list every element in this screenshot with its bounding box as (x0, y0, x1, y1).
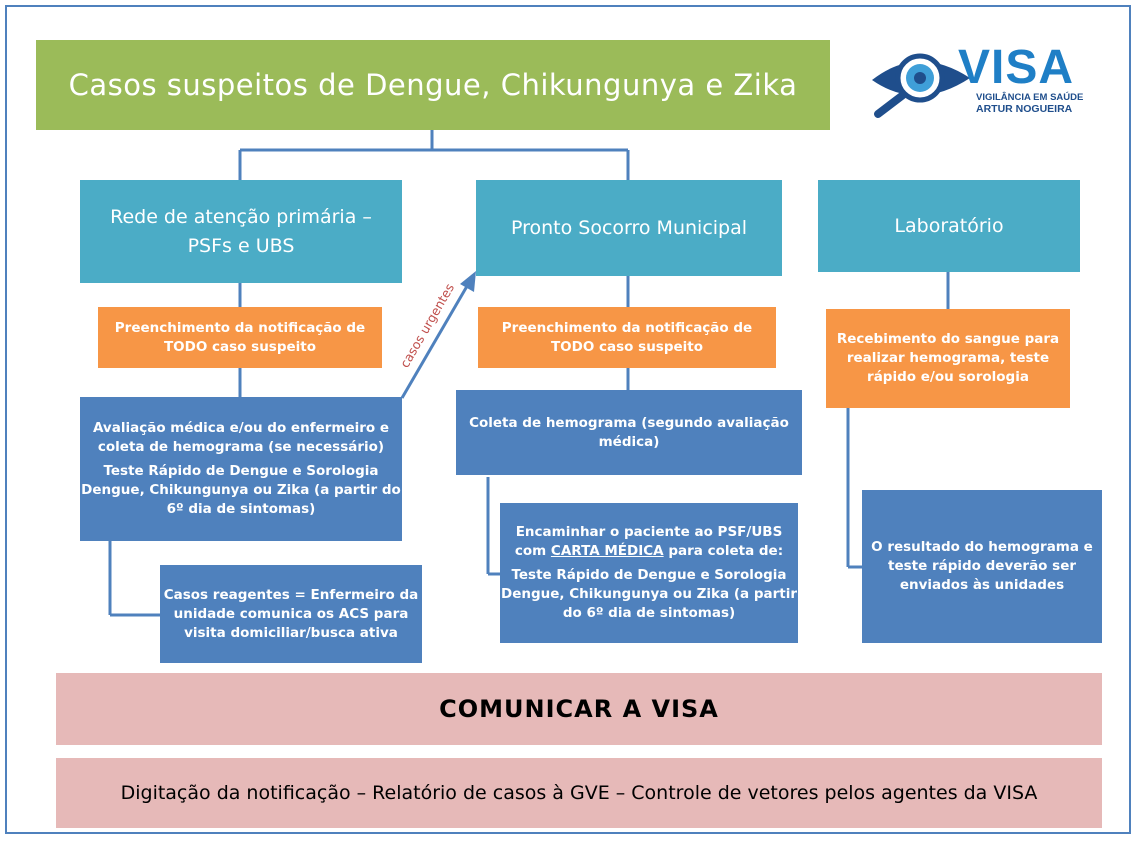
primary-evaluation-box: Avaliação médica e/ou do enfermeiro e co… (80, 397, 402, 541)
refer-line3: Teste Rápido de Dengue e Sorologia (511, 567, 787, 583)
blood-receipt-box: Recebimento do sangue para realizar hemo… (826, 309, 1070, 408)
result-line3: enviados às unidades (899, 577, 1065, 593)
logo-line1: VIGILÂNCIA EM SAÚDE (976, 92, 1084, 103)
referral-box: Encaminhar o paciente ao PSF/UBS com CAR… (500, 503, 798, 643)
communicate-visa-text: COMUNICAR A VISA (439, 695, 719, 723)
refer-line2: com CARTA MÉDICA para coleta de: (515, 542, 783, 561)
footer-text: Digitação da notificação – Relatório de … (120, 782, 1038, 804)
reagent-cases-box: Casos reagentes = Enfermeiro da unidade … (160, 565, 422, 663)
result-line2: teste rápido deverão ser (887, 558, 1077, 574)
eye-magnifier-icon (872, 53, 970, 118)
emergency-notify-line2: TODO caso suspeito (550, 338, 704, 355)
emergency-notification-box: Preenchimento da notificação de TODO cas… (478, 307, 776, 368)
result-line1: O resultado do hemograma e (871, 539, 1093, 555)
logo-main-text: VISA (958, 41, 1075, 94)
eval-line5: 6º dia de sintomas) (166, 501, 316, 517)
refer-line2-pre: com (514, 543, 551, 559)
page-title: Casos suspeitos de Dengue, Chikungunya e… (68, 68, 798, 102)
eval-line2: coleta de hemograma (se necessário) (97, 439, 385, 455)
title-bar: Casos suspeitos de Dengue, Chikungunya e… (36, 40, 830, 130)
react-line1: Casos reagentes = Enfermeiro da (163, 586, 419, 603)
react-line2: unidade comunica os ACS para (173, 605, 409, 622)
lab-header-text: Laboratório (894, 214, 1004, 237)
receive-line1: Recebimento do sangue para (836, 331, 1060, 347)
collect-line1: Coleta de hemograma (segundo avaliação (469, 414, 789, 431)
eval-line4: Dengue, Chikungunya ou Zika (a partir do (81, 482, 401, 498)
refer-line1: Encaminhar o paciente ao PSF/UBS (515, 524, 783, 540)
react-line3: visita domiciliar/busca ativa (184, 624, 398, 641)
medical-letter-text: CARTA MÉDICA (550, 543, 664, 559)
primary-care-header-line2: PSFs e UBS (187, 234, 295, 257)
emergency-notify-line1: Preenchimento da notificação de (501, 319, 753, 336)
page-frame (5, 5, 1131, 834)
lab-header: Laboratório (818, 180, 1080, 272)
refer-line5: do 6º dia de sintomas) (562, 605, 736, 621)
primary-care-header: Rede de atenção primária – PSFs e UBS (80, 180, 402, 283)
primary-notify-line1: Preenchimento da notificação de (114, 319, 366, 336)
urgent-arrow (400, 280, 472, 399)
refer-line4: Dengue, Chikungunya ou Zika (a partir (500, 586, 797, 602)
receive-line2: realizar hemograma, teste (846, 350, 1050, 366)
refer-line2-post: para coleta de: (663, 543, 784, 559)
primary-care-header-line1: Rede de atenção primária – (110, 205, 372, 228)
communicate-visa-bar: COMUNICAR A VISA (56, 673, 1102, 745)
eval-line1: Avaliação médica e/ou do enfermeiro e (92, 420, 390, 436)
urgent-arrowhead (460, 271, 476, 292)
lab-result-box: O resultado do hemograma e teste rápido … (862, 490, 1102, 643)
emergency-header: Pronto Socorro Municipal (476, 180, 782, 276)
collect-line2: médica) (598, 433, 660, 450)
primary-notification-box: Preenchimento da notificação de TODO cas… (98, 307, 382, 368)
primary-notify-line2: TODO caso suspeito (163, 338, 317, 355)
receive-line3: rápido e/ou sorologia (867, 369, 1029, 385)
footer-bar: Digitação da notificação – Relatório de … (56, 758, 1102, 828)
logo-line2: ARTUR NOGUEIRA (976, 103, 1073, 115)
eval-line3: Teste Rápido de Dengue e Sorologia (103, 463, 379, 479)
visa-logo: VISA VIGILÂNCIA EM SAÚDE ARTUR NOGUEIRA (858, 40, 1102, 120)
emergency-header-text: Pronto Socorro Municipal (510, 216, 748, 239)
blood-count-collection-box: Coleta de hemograma (segundo avaliação m… (456, 390, 802, 475)
